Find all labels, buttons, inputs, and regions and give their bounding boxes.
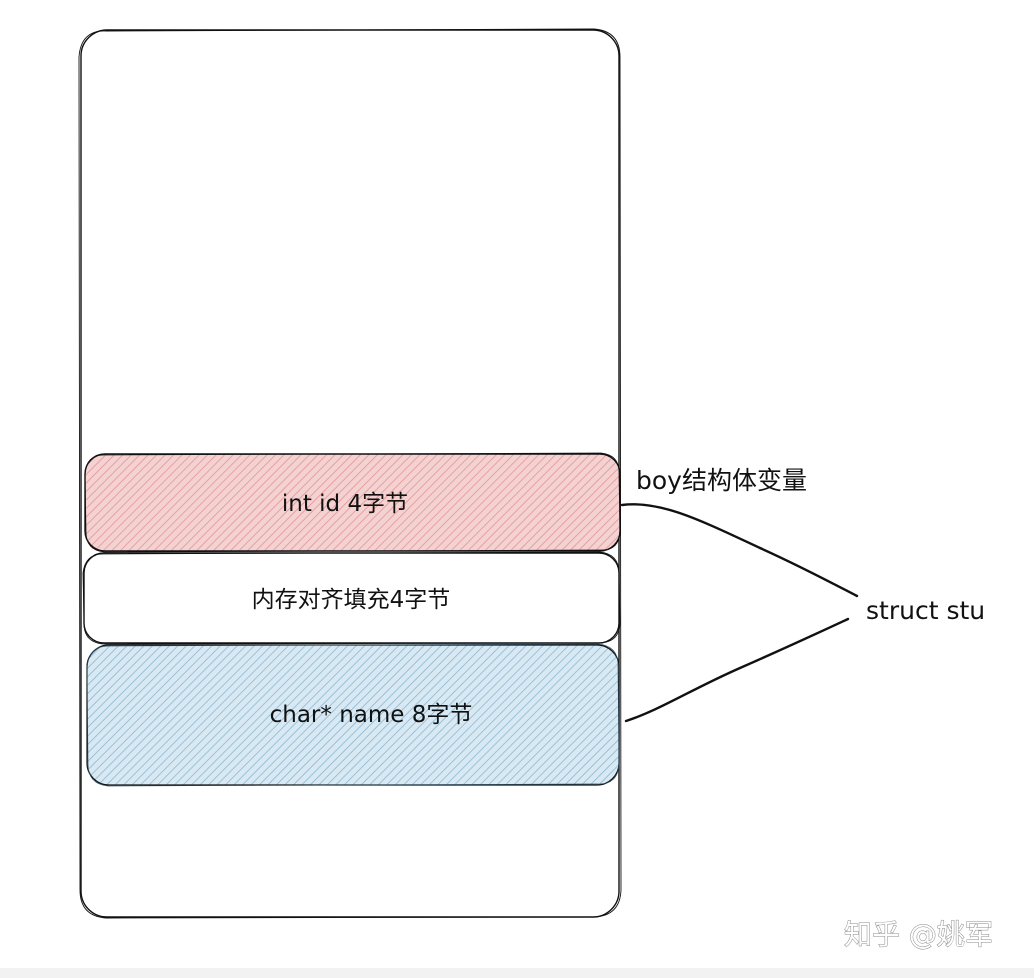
bottom-strip — [0, 968, 1034, 978]
field-int-id: int id 4字节 — [84, 452, 621, 553]
field-padding: 内存对齐填充4字节 — [82, 551, 621, 645]
variable-label: boy结构体变量 — [636, 466, 807, 495]
field-char-name: char* name 8字节 — [86, 643, 620, 787]
connector-bottom — [624, 617, 850, 723]
field-char-name-label: char* name 8字节 — [270, 702, 473, 728]
struct-label: struct stu — [866, 596, 985, 625]
connector-top — [620, 503, 859, 598]
field-int-id-label: int id 4字节 — [282, 491, 408, 517]
field-padding-label: 内存对齐填充4字节 — [252, 587, 451, 613]
watermark: 知乎 @姚军 — [844, 918, 993, 951]
